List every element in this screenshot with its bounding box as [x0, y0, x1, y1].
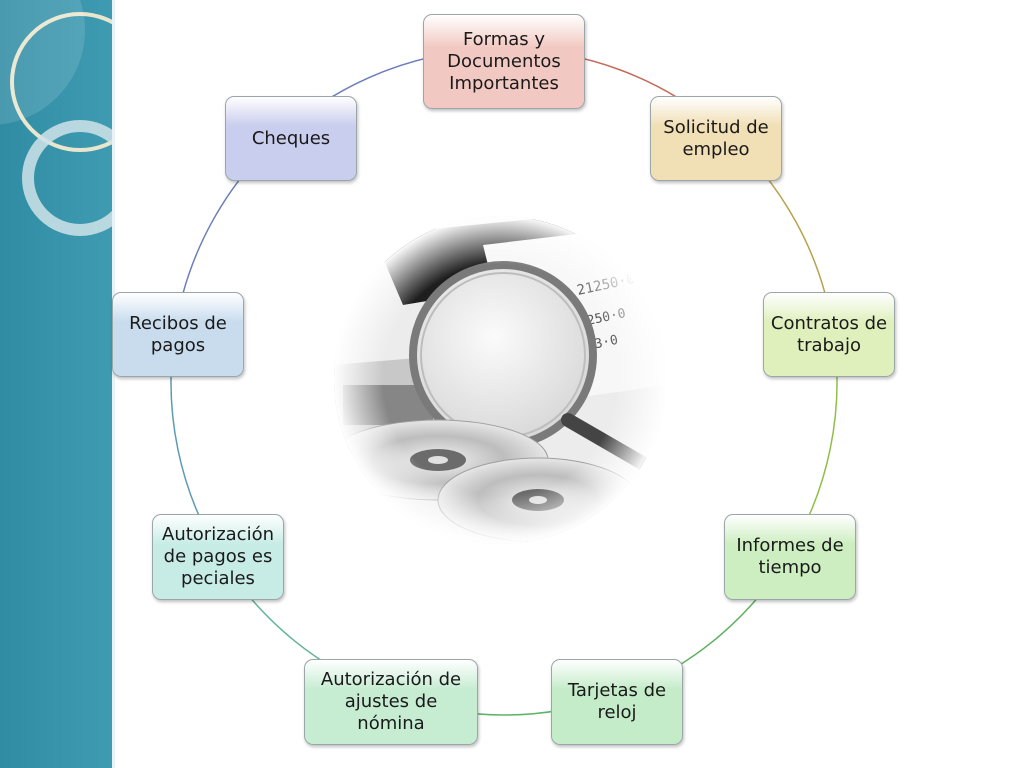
node-label: Cheques [251, 127, 331, 149]
node-label: Tarjetas de reloj [567, 680, 667, 723]
node-autorizacion-pagos-especiales: Autorización de pagos especiales [152, 514, 284, 600]
node-label: Solicitud de empleo [663, 116, 769, 160]
node-formas-documentos: Formas y Documentos Importantes [423, 14, 585, 109]
node-label: Formas y Documentos Importantes [447, 28, 561, 94]
documents-magnifier-photo: 21250·00 250·0 13·0 [334, 216, 666, 544]
node-label: Autorización de ajustes de nómina [320, 669, 462, 734]
node-autorizacion-ajustes-nomina: Autorización de ajustes de nómina [304, 659, 478, 745]
node-cheques: Cheques [225, 96, 357, 181]
sidebar-divider [112, 0, 115, 768]
node-label: Recibos de pagos [129, 312, 227, 356]
sidebar-band [0, 0, 114, 768]
decorative-rings [0, 0, 114, 236]
node-informes-tiempo: Informes de tiempo [724, 514, 856, 600]
node-solicitud-empleo: Solicitud de empleo [650, 96, 782, 181]
node-recibos-pagos: Recibos de pagos [112, 292, 244, 377]
node-label: Autorización de pagos especiales [162, 524, 274, 589]
node-label: Contratos de trabajo [770, 312, 888, 356]
node-label: Informes de tiempo [736, 535, 844, 578]
node-tarjetas-reloj: Tarjetas de reloj [551, 659, 683, 745]
node-contratos-trabajo: Contratos de trabajo [763, 292, 895, 377]
